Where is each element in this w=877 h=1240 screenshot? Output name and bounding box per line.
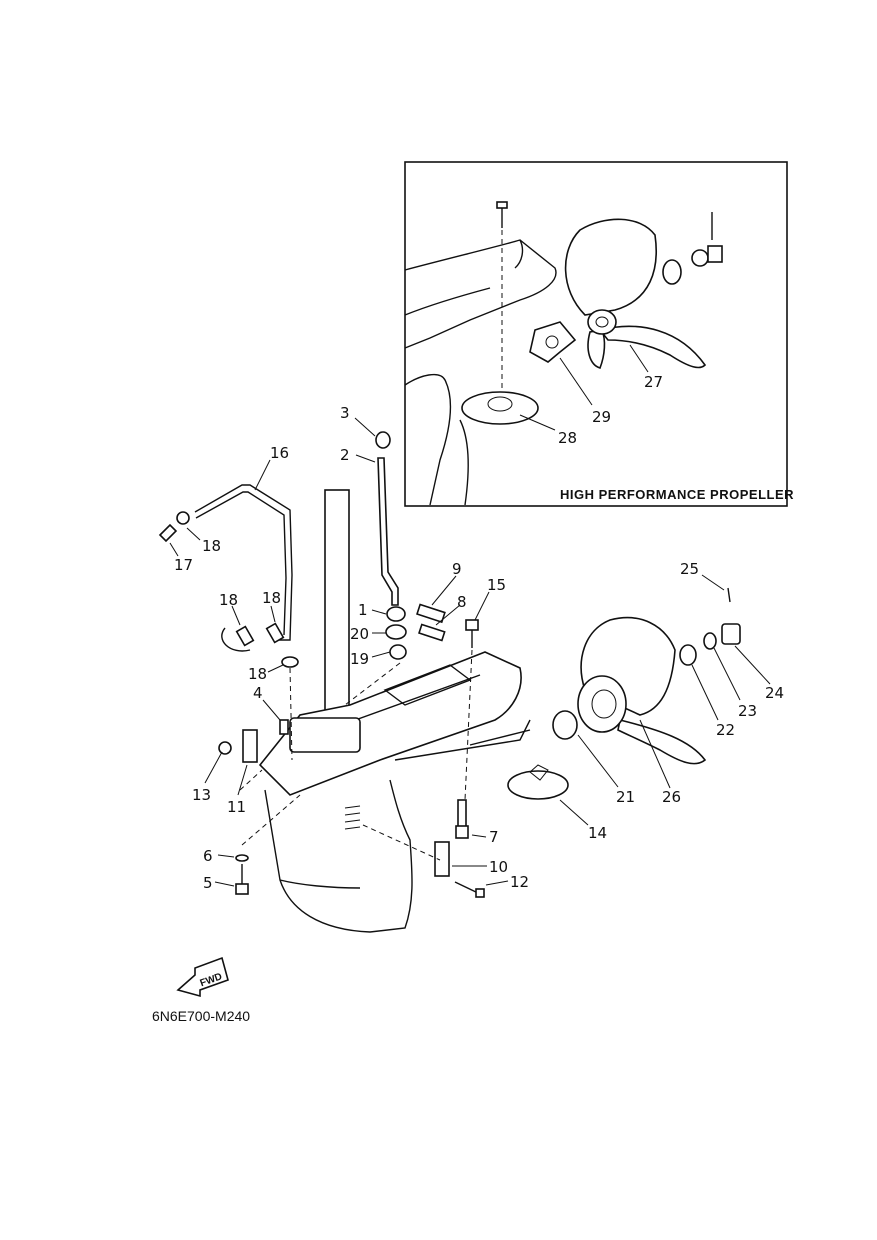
cotter-pin-part-25 (727, 587, 731, 603)
nut-part-24 (721, 623, 741, 645)
callout-25: 25 (680, 560, 699, 578)
spacer-part-22 (679, 644, 697, 666)
hub-parts-inset (662, 212, 723, 285)
callout-27: 27 (644, 373, 663, 391)
anode-part-14 (507, 764, 569, 800)
callout-4: 4 (253, 684, 263, 702)
callout-10: 10 (489, 858, 508, 876)
callout-23: 23 (738, 702, 757, 720)
inset-panel: 27 29 28 HIGH PERFORMANCE PROPELLER (404, 161, 794, 507)
callout-18-c: 18 (262, 589, 281, 607)
clip-part-18d (281, 656, 299, 668)
propeller-part-26 (577, 616, 707, 765)
callout-14: 14 (588, 824, 607, 842)
washer-part-23 (703, 632, 717, 650)
callout-5: 5 (203, 874, 213, 892)
callout-28: 28 (558, 429, 577, 447)
callout-13: 13 (192, 786, 211, 804)
water-pipe-part-2 (377, 457, 399, 606)
bolt-part-5 (235, 864, 249, 895)
fitting-part-17 (158, 523, 178, 543)
fwd-arrow-icon: FWD (176, 956, 229, 998)
callout-1: 1 (358, 601, 368, 619)
anode-part-28 (461, 391, 539, 425)
callout-7: 7 (489, 828, 499, 846)
callout-15: 15 (487, 576, 506, 594)
callout-18-b: 18 (219, 591, 238, 609)
washer-part-29 (529, 321, 577, 363)
inset-title: HIGH PERFORMANCE PROPELLER (560, 487, 794, 502)
grommet-part-3 (375, 431, 391, 449)
thrust-washer-part-21 (552, 710, 578, 740)
drive-shaft (324, 489, 350, 731)
callout-22: 22 (716, 721, 735, 739)
callout-16: 16 (270, 444, 289, 462)
washer-part-6 (235, 854, 249, 862)
callout-18-a: 18 (202, 537, 221, 555)
dowel-part-4 (279, 719, 289, 735)
seal-part-1 (386, 606, 406, 622)
callout-11: 11 (227, 798, 246, 816)
seal-part-20 (385, 624, 407, 640)
callout-8: 8 (457, 593, 467, 611)
plate-part-9 (416, 603, 446, 624)
callout-24: 24 (765, 684, 784, 702)
hose-part-16 (194, 484, 293, 641)
bolt-part-7 (455, 799, 469, 839)
bolt-icon (496, 201, 508, 228)
grille-part-10 (434, 841, 450, 877)
leader-lines (169, 417, 771, 887)
callout-3: 3 (340, 404, 350, 422)
lower-unit-casing (258, 651, 531, 933)
drawing-code: 6N6E700-M240 (152, 1008, 250, 1024)
nut-part-13 (218, 741, 232, 755)
callout-12: 12 (510, 873, 529, 891)
anode-part-11 (242, 729, 258, 763)
callout-18-d: 18 (248, 665, 267, 683)
callout-19: 19 (350, 650, 369, 668)
plate-part-8 (418, 623, 446, 642)
clip-part-18c (265, 622, 285, 644)
water-inlet-grille (344, 805, 361, 830)
callout-6: 6 (203, 847, 213, 865)
bolt-part-15 (465, 619, 479, 648)
callout-21: 21 (616, 788, 635, 806)
clip-part-18a (176, 511, 190, 525)
callout-17: 17 (174, 556, 193, 574)
screw-part-12 (454, 881, 485, 898)
callout-9: 9 (452, 560, 462, 578)
callout-2: 2 (340, 446, 350, 464)
callout-labels: 3 2 16 9 8 15 1 20 19 18 17 18 18 18 4 1… (174, 404, 784, 892)
seal-part-19 (389, 644, 407, 660)
clip-part-18b (235, 625, 255, 647)
callout-29: 29 (592, 408, 611, 426)
callout-20: 20 (350, 625, 369, 643)
propeller-part-27 (564, 218, 707, 369)
callout-26: 26 (662, 788, 681, 806)
